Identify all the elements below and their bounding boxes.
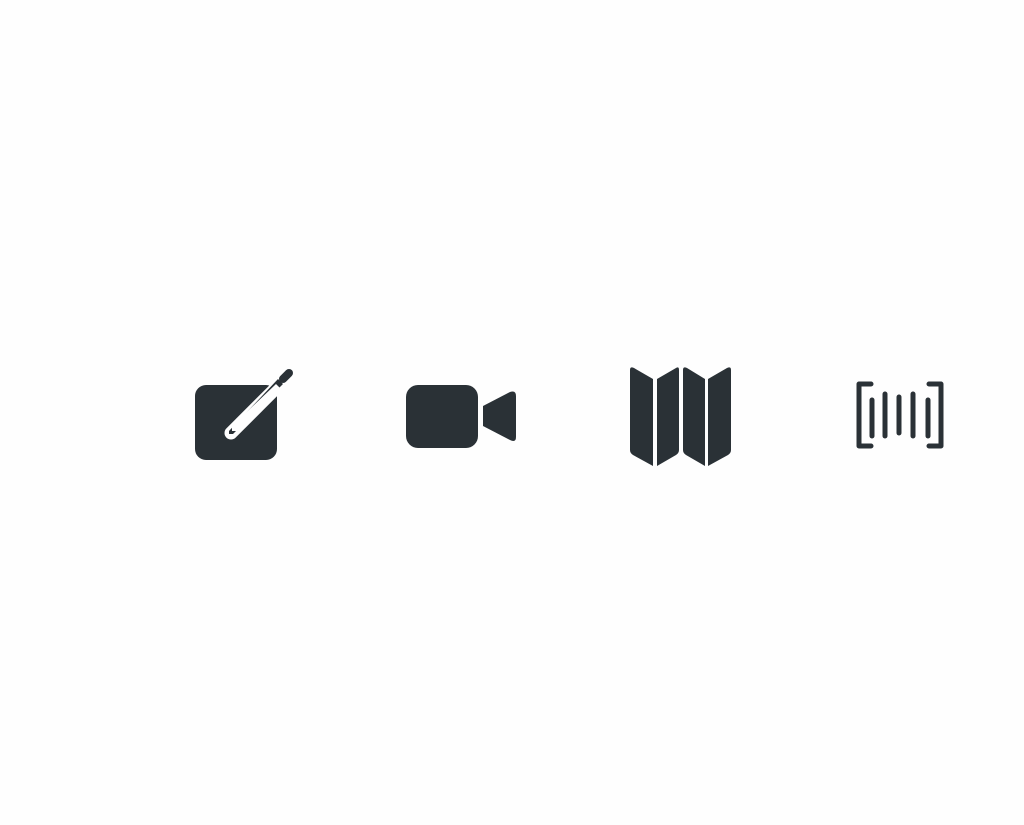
barcode-scan-icon[interactable]: [856, 381, 944, 449]
map-icon[interactable]: [630, 367, 731, 466]
video-camera-icon[interactable]: [406, 385, 516, 448]
compose-icon[interactable]: [195, 368, 296, 460]
